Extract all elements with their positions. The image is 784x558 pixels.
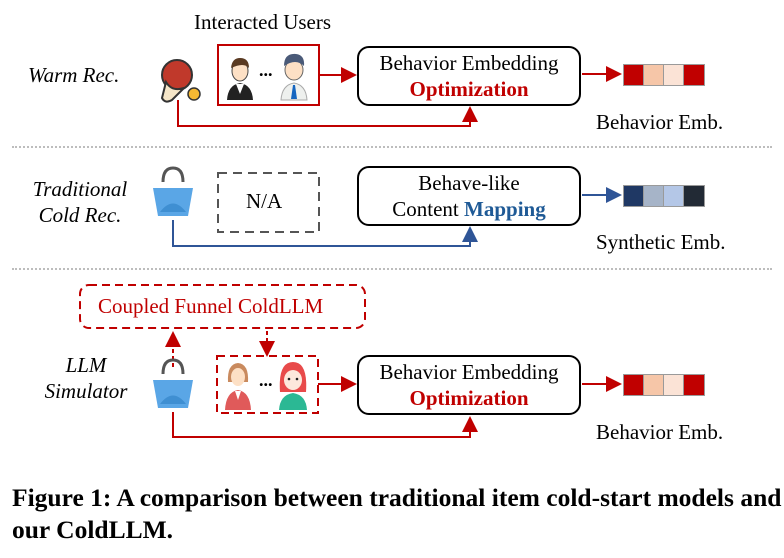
row-label-line: LLM xyxy=(65,353,107,377)
simulated-users-box xyxy=(216,355,319,414)
process-line1: Behavior Embedding xyxy=(379,360,559,384)
row-label-traditional-cold-rec: Traditional Cold Rec. xyxy=(26,176,134,228)
shopping-bag-icon-llm xyxy=(153,358,193,408)
synthetic-embedding-vector xyxy=(623,185,705,207)
interacted-users-label: Interacted Users xyxy=(194,10,332,34)
behavior-embedding-optimization-box: Behavior Embedding Optimization xyxy=(357,46,581,106)
male-user-tie-icon xyxy=(280,53,308,101)
male-user-suit-icon xyxy=(227,58,253,100)
coupled-funnel-coldllm-box xyxy=(79,284,366,329)
process-line1: Behavior Embedding xyxy=(379,51,559,75)
emb-cell xyxy=(624,375,644,395)
process-line1: Behave-like xyxy=(418,171,520,195)
process-line2: Optimization xyxy=(409,386,529,410)
emb-cell xyxy=(684,65,704,85)
item-to-process-arrow xyxy=(177,100,478,127)
process-line2-bold: Mapping xyxy=(464,197,546,221)
emb-cell xyxy=(684,375,704,395)
row-label-line: Traditional xyxy=(32,177,128,201)
row-label-llm-simulator: LLM Simulator xyxy=(40,352,132,404)
users-ellipsis: ... xyxy=(259,60,273,80)
row-label-line: Simulator xyxy=(44,379,128,403)
emb-cell xyxy=(644,186,664,206)
emb-cell xyxy=(644,375,664,395)
female-user-icon xyxy=(225,363,251,410)
emb-cell xyxy=(664,65,684,85)
emb-cell xyxy=(664,186,684,206)
process-line2: Optimization xyxy=(409,77,529,101)
behavior-emb-label-3: Behavior Emb. xyxy=(596,420,724,444)
emb-cell xyxy=(624,186,644,206)
process-line2-plain: Content xyxy=(392,197,465,221)
behave-like-content-mapping-box: Behave-like Content Mapping xyxy=(357,166,581,226)
interacted-users-box xyxy=(217,44,320,106)
figure-caption: Figure 1: A comparison between tradition… xyxy=(12,483,782,544)
na-box xyxy=(217,172,320,233)
row-separator xyxy=(12,146,772,148)
shopping-bag-icon xyxy=(153,166,193,216)
row-label-warm-rec: Warm Rec. xyxy=(28,63,120,87)
item-to-process-arrow-3 xyxy=(172,412,478,438)
row-separator xyxy=(12,268,772,270)
emb-cell xyxy=(664,375,684,395)
behavior-embedding-vector xyxy=(623,64,705,86)
emb-cell xyxy=(684,186,704,206)
female-user-red-hair-icon xyxy=(279,362,307,410)
ping-pong-paddle-icon xyxy=(160,59,201,103)
row-label-line: Cold Rec. xyxy=(38,203,122,227)
na-text: N/A xyxy=(246,189,283,213)
behavior-embedding-optimization-box-3: Behavior Embedding Optimization xyxy=(357,355,581,415)
emb-cell xyxy=(644,65,664,85)
behavior-emb-label: Behavior Emb. xyxy=(596,110,724,134)
synthetic-emb-label: Synthetic Emb. xyxy=(596,230,726,254)
behavior-embedding-vector-3 xyxy=(623,374,705,396)
emb-cell xyxy=(624,65,644,85)
item-to-mapping-arrow xyxy=(172,220,478,247)
coupled-funnel-coldllm-label: Coupled Funnel ColdLLM xyxy=(98,294,324,318)
users-ellipsis: ... xyxy=(259,370,273,390)
